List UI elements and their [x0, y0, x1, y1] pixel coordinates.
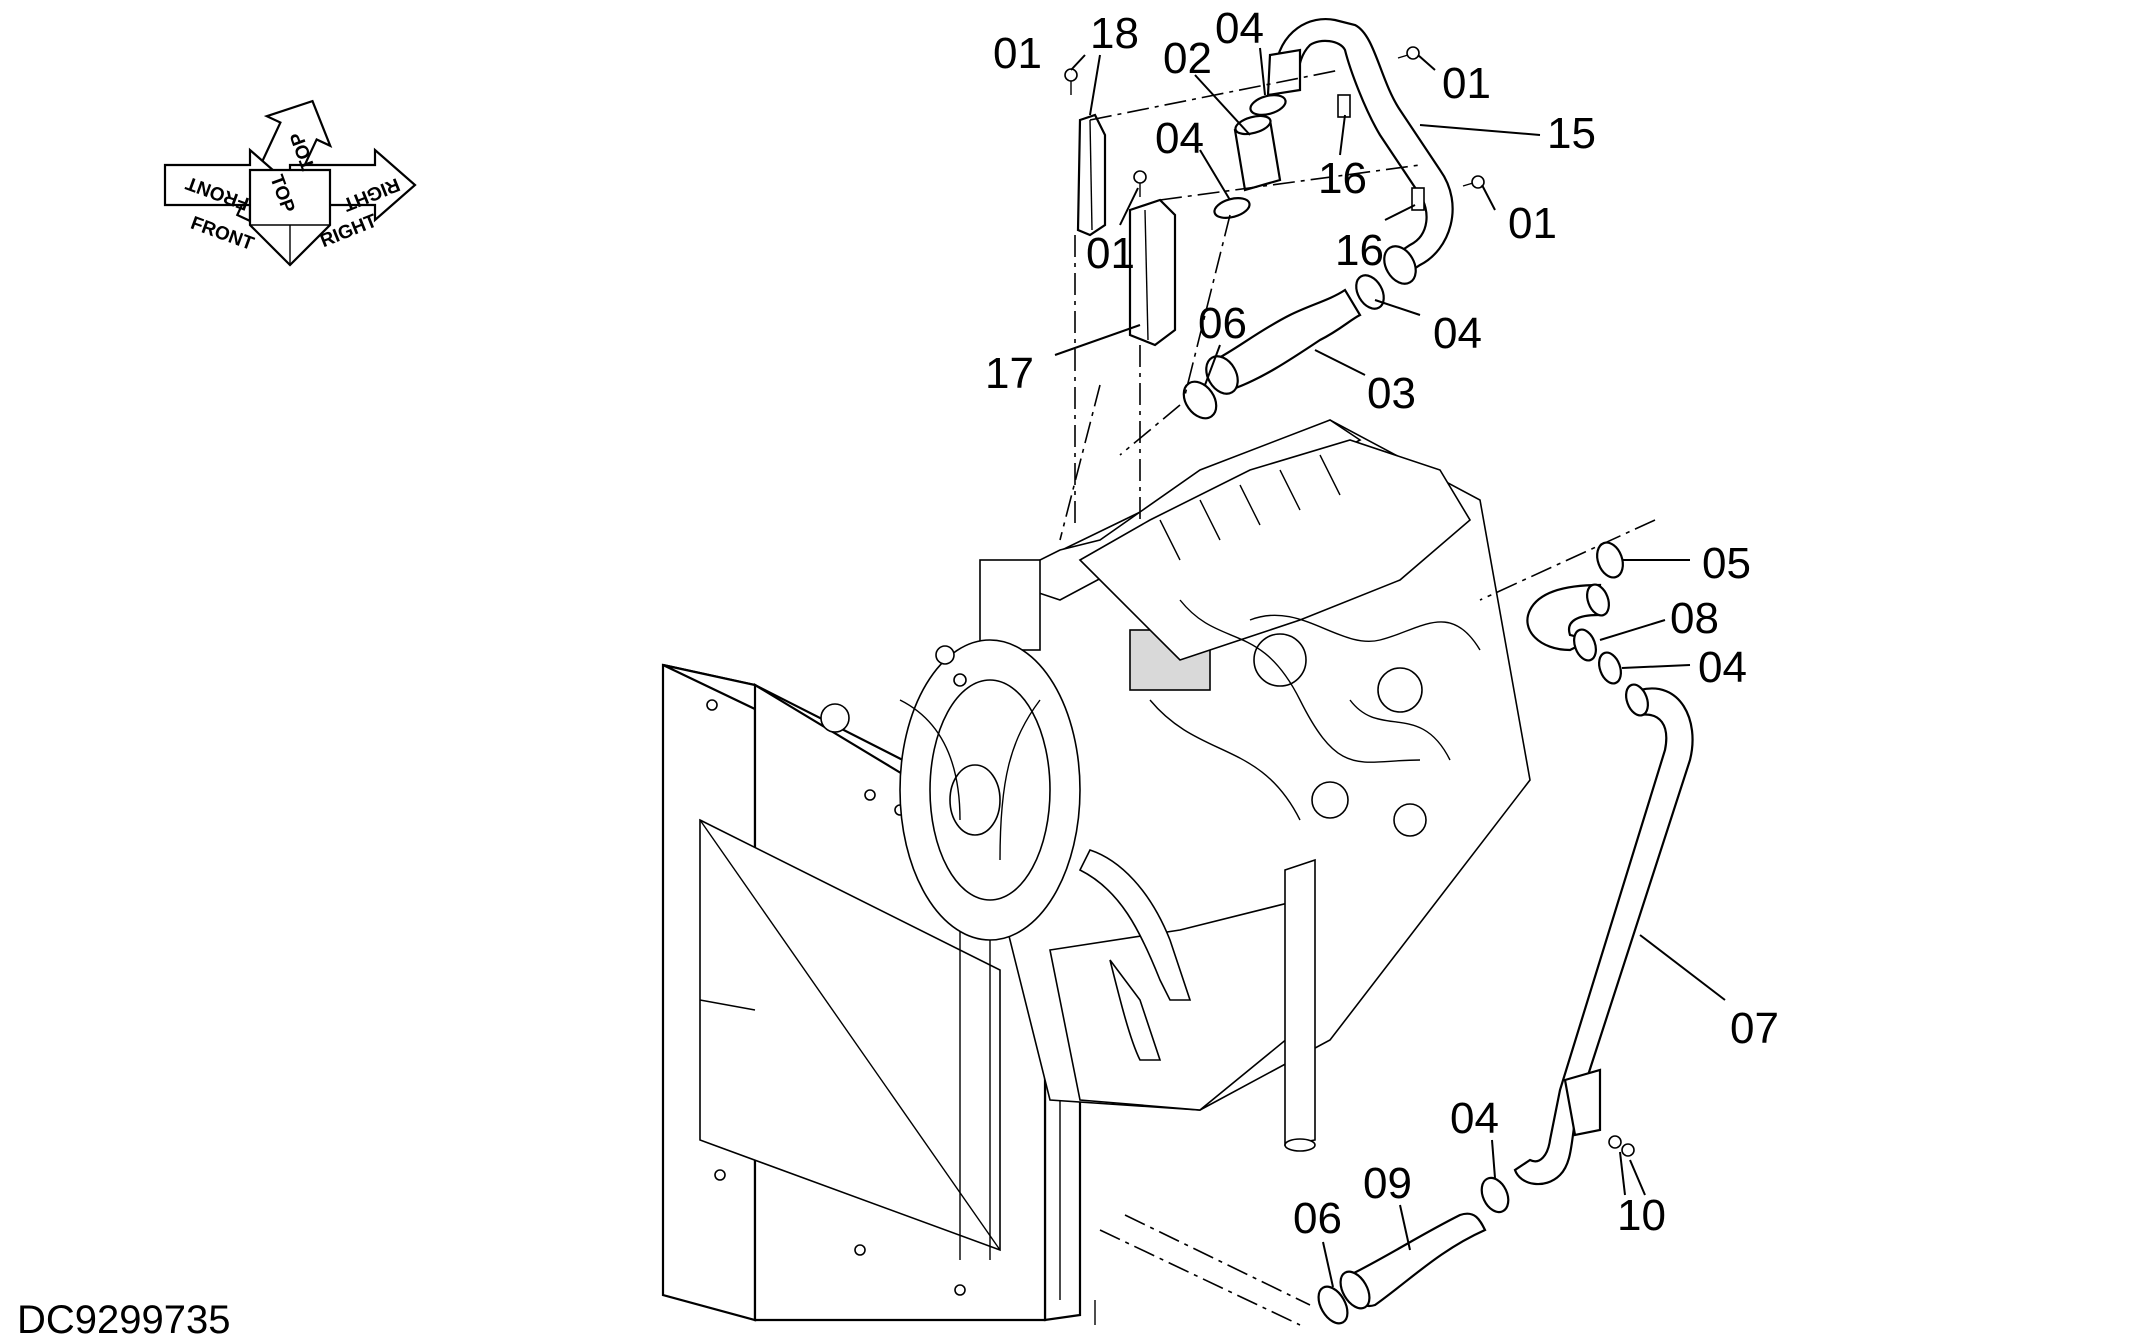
callout-03: 03 — [1367, 369, 1416, 418]
callout-04-top: 04 — [1215, 4, 1264, 53]
callout-02: 02 — [1163, 34, 1212, 83]
clamp-04-right — [1598, 651, 1622, 685]
callout-06-lower: 06 — [1293, 1194, 1342, 1243]
pipe-15 — [1266, 18, 1454, 285]
callout-10: 10 — [1617, 1191, 1666, 1240]
hose-03 — [1205, 288, 1362, 395]
callout-01-mid-right: 01 — [1508, 199, 1557, 248]
callout-04-mid-right: 04 — [1433, 309, 1482, 358]
callout-labels: 01 18 02 04 01 15 04 16 01 01 16 04 06 1… — [985, 4, 1779, 1243]
bolts-01 — [1064, 46, 1485, 197]
drawing-id: DC9299735 — [17, 1298, 231, 1339]
callout-08: 08 — [1670, 594, 1719, 643]
callout-09: 09 — [1363, 1159, 1412, 1208]
callout-06-upper: 06 — [1198, 299, 1247, 348]
callout-04-upper-mid: 04 — [1155, 114, 1204, 163]
callout-01-mid-left: 01 — [1086, 229, 1135, 278]
callout-01-top-right: 01 — [1442, 59, 1491, 108]
callout-16-lower: 16 — [1335, 226, 1384, 275]
callout-05: 05 — [1702, 539, 1751, 588]
engine-assembly — [899, 419, 1531, 1152]
pipe-07 — [1513, 683, 1694, 1186]
bracket-18 — [1076, 113, 1107, 237]
bracket-17 — [1128, 198, 1177, 347]
callout-04-right: 04 — [1698, 643, 1747, 692]
callout-16-upper: 16 — [1318, 154, 1367, 203]
hose-09 — [1339, 1212, 1487, 1310]
hose-08 — [1526, 583, 1610, 662]
assembly-centre-lines — [1059, 69, 1656, 1326]
callout-18: 18 — [1090, 9, 1139, 58]
callout-04-lower: 04 — [1450, 1094, 1499, 1143]
orientation-indicator: FRONT FRONT TOP TOP RIGHT RIGHT — [163, 99, 417, 267]
leader-lines — [1054, 47, 1726, 1288]
callout-01-top-left: 01 — [993, 29, 1042, 78]
callout-15: 15 — [1547, 109, 1596, 158]
clamp-04-lower — [1480, 1176, 1510, 1214]
callout-17: 17 — [985, 349, 1034, 398]
clamp-06-lower — [1317, 1285, 1349, 1325]
callout-07: 07 — [1730, 1004, 1779, 1053]
